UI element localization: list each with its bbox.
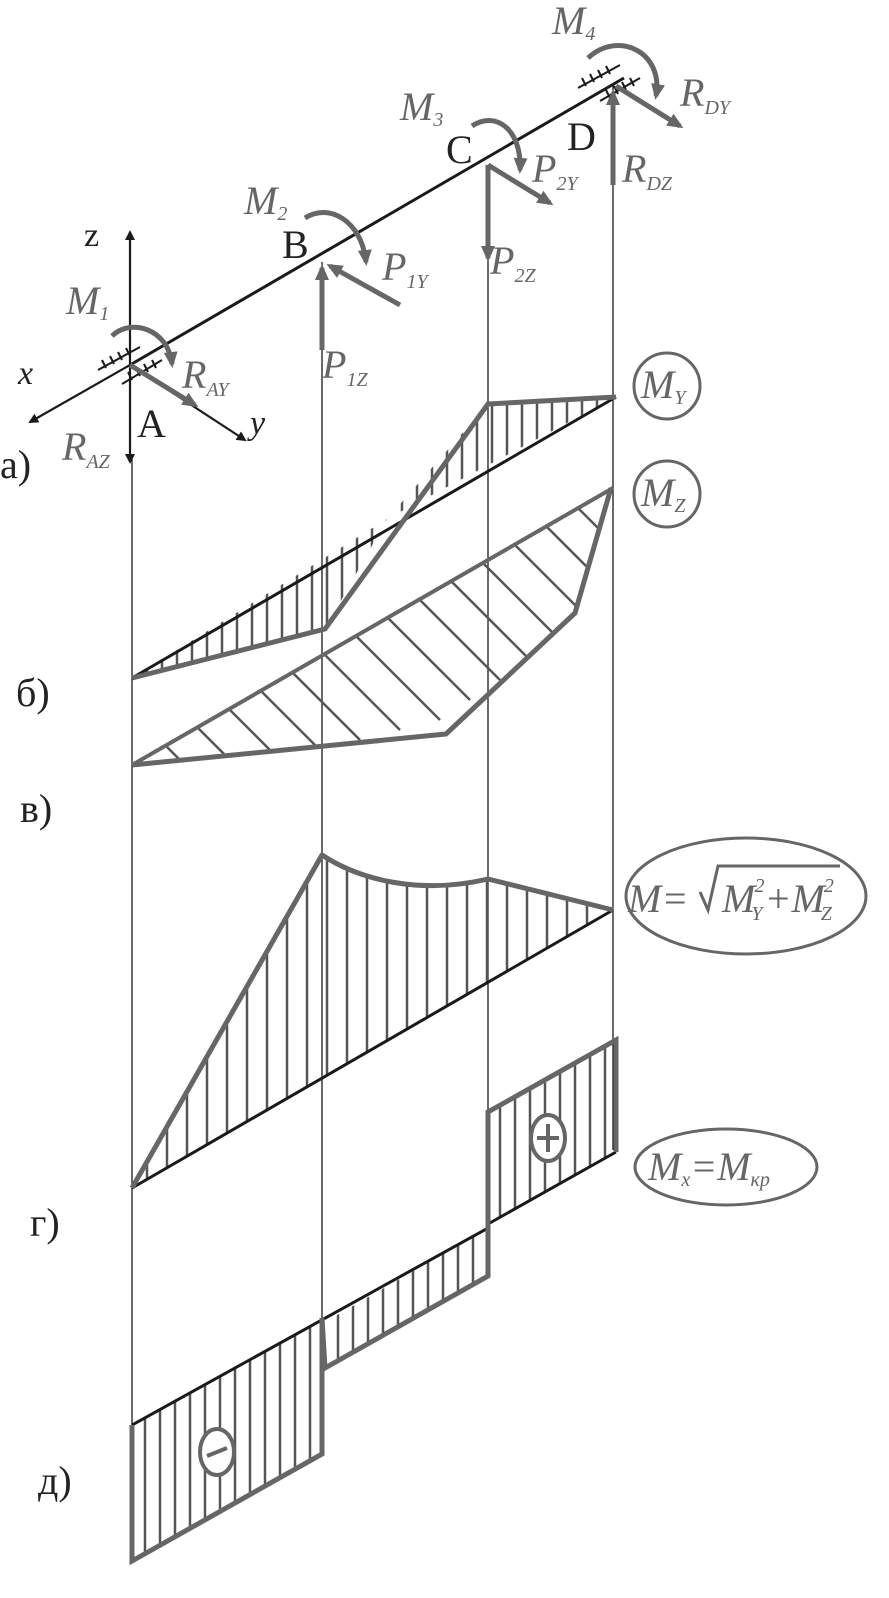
my-baseline: [131, 395, 617, 680]
m3-curved-arrow: [470, 118, 528, 174]
label-p1z: P1Z: [321, 342, 368, 391]
beam-axis: [129, 76, 625, 367]
label-point-c: C: [446, 127, 473, 172]
panel-label-g: г): [30, 1200, 60, 1245]
legend-m-total: M= MY2+MZ2: [624, 836, 868, 956]
svg-text:MZ: MZ: [640, 470, 686, 517]
force-arrows: [110, 43, 684, 408]
label-m3: M3: [399, 84, 443, 131]
my-outline: [131, 394, 617, 681]
label-raz: RAZ: [61, 424, 111, 473]
m2-curved-arrow: [303, 210, 372, 266]
label-point-d: D: [567, 114, 596, 159]
mx-outline: [129, 1035, 619, 1566]
label-axis-z: z: [84, 217, 99, 254]
panel-a-beam-scheme: A B C D x y z M1 M2 M3 M4 RDY RDZ P2Y P2…: [17, 0, 732, 473]
m1-curved-arrow: [110, 324, 178, 368]
diagram-mz: [131, 486, 614, 768]
label-axis-y: y: [247, 405, 266, 442]
ray-arrow: [128, 362, 199, 408]
m-total-outline: [129, 852, 614, 1190]
mz-outline: [131, 487, 614, 768]
label-point-a: A: [137, 401, 166, 446]
legend-mx: Mx=Mкр: [633, 1127, 819, 1207]
panel-label-d: д): [38, 1458, 72, 1503]
x-axis-arrow: [28, 364, 131, 423]
svg-text:M=: M=: [627, 876, 688, 921]
label-ray: RAY: [181, 352, 231, 401]
panel-label-v: в): [20, 786, 52, 831]
panel-label-a: а): [0, 442, 31, 487]
label-point-b: B: [282, 222, 309, 267]
label-m1: M1: [65, 278, 109, 325]
p2y-arrow: [486, 162, 554, 206]
m-total-baseline: [131, 908, 614, 1190]
mz-baseline: [131, 486, 614, 767]
legend-mz: MZ: [632, 459, 702, 529]
label-m4: M4: [551, 0, 595, 45]
svg-text:Mx=Mкр: Mx=Mкр: [647, 1144, 770, 1191]
label-rdy: RDY: [679, 70, 732, 119]
svg-text:MY2+MZ2: MY2+MZ2: [721, 875, 834, 925]
label-p1y: P1Y: [381, 244, 429, 293]
panel-label-b: б): [16, 670, 50, 715]
mx-baseline-upper: [487, 1150, 617, 1226]
minus-sign-icon: [198, 1427, 236, 1477]
svg-text:MY: MY: [640, 362, 687, 409]
p1y-arrow: [326, 263, 402, 308]
diagram-mx-torque: [129, 1035, 619, 1566]
label-axis-x: x: [17, 355, 33, 392]
label-p2z: P2Z: [489, 238, 536, 287]
mx-baseline-lower: [131, 1226, 489, 1427]
label-p2y: P2Y: [531, 146, 579, 195]
label-rdz: RDZ: [621, 146, 673, 195]
m4-curved-arrow: [586, 43, 666, 100]
plus-sign-icon: [529, 1113, 567, 1163]
label-m2: M2: [243, 178, 287, 225]
rdy-arrow: [614, 83, 684, 129]
legend-my: MY: [632, 351, 702, 421]
